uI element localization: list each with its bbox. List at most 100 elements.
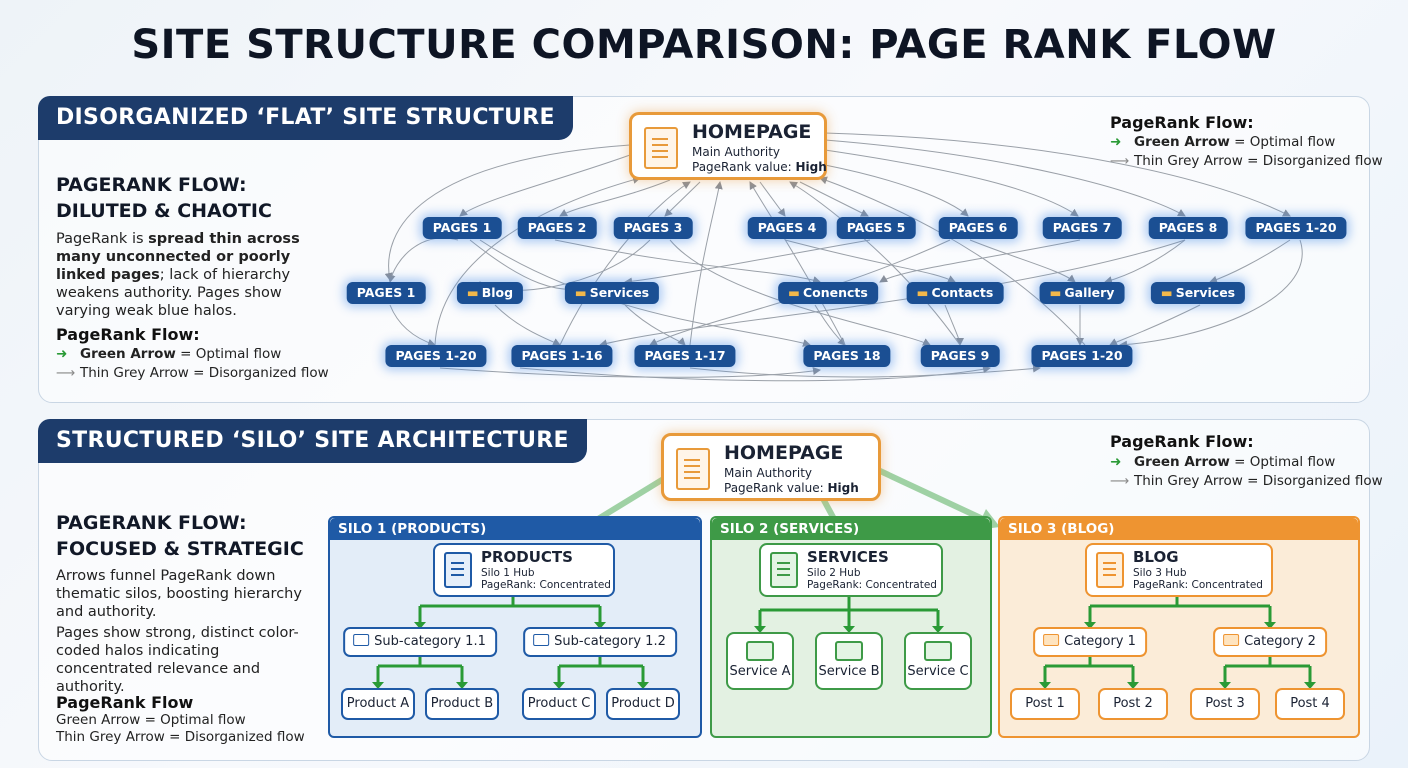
flat-folder-label: Services xyxy=(1175,285,1236,300)
flat-page-node: PAGES 7 xyxy=(1042,217,1122,239)
category-label: Sub-category 1.2 xyxy=(554,634,666,649)
silo-1-header: SILO 1 (PRODUCTS) xyxy=(330,518,700,540)
flat-homepage-pr-label: PageRank value: xyxy=(692,160,796,174)
flat-folder-node: ▬Services xyxy=(564,282,660,304)
legend-grey-text: Thin Grey Arrow = Disorganized flow xyxy=(80,365,329,381)
silo-heading-line-1: PAGERANK FLOW: xyxy=(56,512,247,534)
bottom-legend-green: ➜Green Arrow = Optimal flow xyxy=(1110,454,1335,470)
category-label: Sub-category 1.1 xyxy=(374,634,486,649)
folder-icon xyxy=(746,641,774,661)
flat-side-legend-title: PageRank Flow: xyxy=(56,325,200,344)
flat-page-node: PAGES 18 xyxy=(803,345,891,367)
flat-folder-label: Blog xyxy=(481,285,514,300)
silo-2-service-page: Service B xyxy=(815,632,883,690)
silo-3-hub-title: BLOG xyxy=(1133,548,1179,566)
flat-page-node: PAGES 4 xyxy=(747,217,827,239)
legend-green-text: = Optimal flow xyxy=(1229,454,1336,470)
silo-3-leaf-post: Post 3 xyxy=(1190,688,1260,720)
legend-green-label: Green Arrow xyxy=(1134,454,1230,470)
flat-page-node: PAGES 1-20 xyxy=(1245,217,1347,239)
folder-icon xyxy=(924,641,952,661)
silo-3-category: Category 1 xyxy=(1033,627,1147,657)
flat-homepage-line1: Main Authority xyxy=(692,145,781,159)
flat-folder-node: ▬Contacts xyxy=(906,282,1004,304)
flat-page-node: PAGES 1-20 xyxy=(385,345,487,367)
flat-folder-label: Contacts xyxy=(931,285,994,300)
flat-heading-line-2: DILUTED & CHAOTIC xyxy=(56,200,272,222)
legend-green-text: = Optimal flow xyxy=(175,346,282,362)
silo-1-leaf-page: Product D xyxy=(606,688,680,720)
silo-3-leaf-post: Post 4 xyxy=(1275,688,1345,720)
silo-1-leaf-page: Product A xyxy=(341,688,415,720)
legend-green-label: Green Arrow xyxy=(80,346,176,362)
silo-1-hub-sub1: Silo 1 Hub xyxy=(481,567,535,579)
flat-page-node: PAGES 1 xyxy=(346,282,426,304)
category-label: Category 1 xyxy=(1064,634,1136,649)
flat-folder-node: ▬Blog xyxy=(456,282,524,304)
flat-desc-part-2: ; lack of hierarchy weakens authority. P… xyxy=(56,267,291,319)
folder-icon: ▬ xyxy=(916,285,929,300)
silo-2-service-page: Service C xyxy=(904,632,972,690)
green-arrow-icon: ➜ xyxy=(1110,134,1122,150)
folder-icon xyxy=(1043,634,1060,646)
flat-desc-bold: spread thin across many unconnected or p… xyxy=(56,231,300,283)
flat-description: PageRank is spread thin across many unco… xyxy=(56,230,331,320)
flat-page-node: PAGES 2 xyxy=(517,217,597,239)
silo-2-service-page: Service A xyxy=(726,632,794,690)
top-legend-title: PageRank Flow: xyxy=(1110,113,1254,132)
silo-homepage-pr-label: PageRank value: xyxy=(724,481,828,495)
legend-green-label: Green Arrow xyxy=(1134,134,1230,150)
silo-structure-banner: STRUCTURED ‘SILO’ SITE ARCHITECTURE xyxy=(38,419,587,463)
silo-3-leaf-post: Post 1 xyxy=(1010,688,1080,720)
silo-1-category: Sub-category 1.2 xyxy=(523,627,677,657)
folder-icon: ▬ xyxy=(788,285,800,300)
silo-2-hub-title: SERVICES xyxy=(807,548,889,566)
silo-3-hub-sub1: Silo 3 Hub xyxy=(1133,567,1187,579)
flat-desc-part-1: PageRank is xyxy=(56,231,149,247)
grey-arrow-icon: ⟶ xyxy=(56,365,76,381)
document-icon xyxy=(770,552,798,588)
silo-description-a: Arrows funnel PageRank down thematic sil… xyxy=(56,568,302,620)
flat-page-node: PAGES 9 xyxy=(920,345,1000,367)
silo-3-header: SILO 3 (BLOG) xyxy=(1000,518,1358,540)
silo-heading-line-2: FOCUSED & STRATEGIC xyxy=(56,538,304,560)
silo-2-hub-sub1: Silo 2 Hub xyxy=(807,567,861,579)
silo-1-leaf-page: Product C xyxy=(522,688,596,720)
flat-folder-label: Gallery xyxy=(1064,285,1115,300)
silo-3-leaf-post: Post 2 xyxy=(1098,688,1168,720)
silo-1-category: Sub-category 1.1 xyxy=(343,627,497,657)
flat-page-node: PAGES 1-16 xyxy=(511,345,613,367)
flat-page-node: PAGES 1-20 xyxy=(1031,345,1133,367)
flat-folder-node: ▬Services xyxy=(1150,282,1246,304)
silo-1-hub-sub2: PageRank: Concentrated xyxy=(481,579,611,591)
flat-folder-label: Conencts xyxy=(802,285,868,300)
flat-page-node: PAGES 6 xyxy=(938,217,1018,239)
green-arrow-icon: ➜ xyxy=(56,346,68,362)
flat-page-node: PAGES 1 xyxy=(422,217,502,239)
flat-page-node: PAGES 3 xyxy=(613,217,693,239)
page-title: SITE STRUCTURE COMPARISON: PAGE RANK FLO… xyxy=(131,22,1277,68)
folder-icon: ▬ xyxy=(1049,285,1062,300)
document-icon xyxy=(1096,552,1124,588)
folder-icon xyxy=(1223,634,1240,646)
bottom-legend-grey: ⟶Thin Grey Arrow = Disorganized flow xyxy=(1110,473,1383,489)
folder-icon xyxy=(835,641,863,661)
folder-icon xyxy=(533,634,550,646)
top-legend-green: ➜Green Arrow = Optimal flow xyxy=(1110,134,1335,150)
flat-folder-node: ▬Gallery xyxy=(1039,282,1125,304)
flat-structure-banner: DISORGANIZED ‘FLAT’ SITE STRUCTURE xyxy=(38,96,573,140)
silo-heading: PAGERANK FLOW: FOCUSED & STRATEGIC xyxy=(56,510,304,562)
silo-description-b: Pages show strong, distinct color-coded … xyxy=(56,625,299,695)
flat-folder-label: Services xyxy=(589,285,650,300)
flat-homepage-pr-value: High xyxy=(795,160,827,174)
service-label: Service A xyxy=(729,664,791,679)
silo-side-legend-grey: Thin Grey Arrow = Disorganized flow xyxy=(56,729,305,745)
flat-page-node: PAGES 5 xyxy=(836,217,916,239)
